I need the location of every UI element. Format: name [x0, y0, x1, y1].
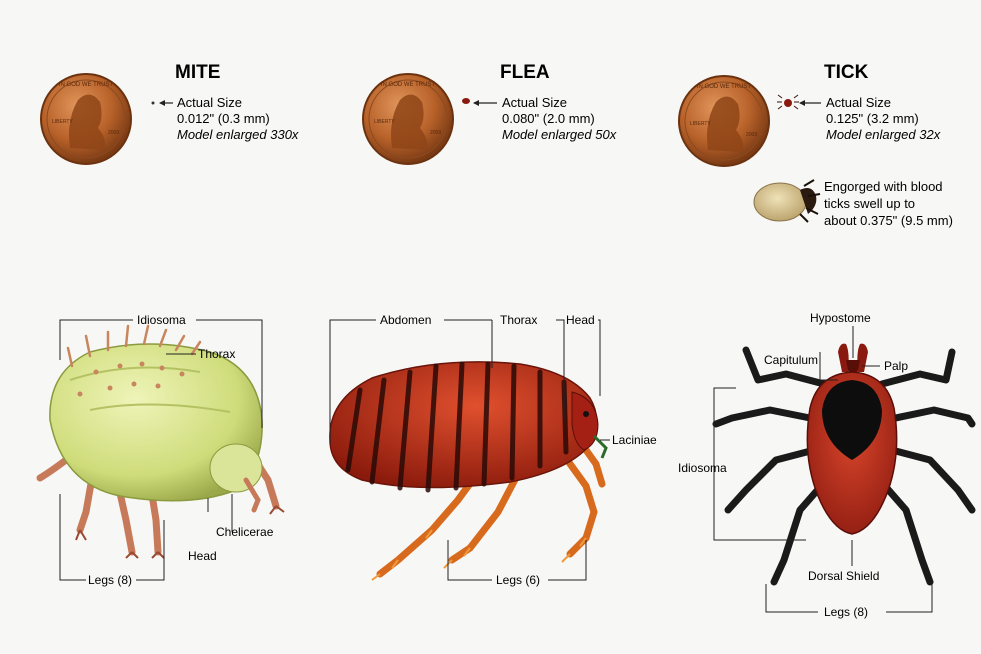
flea-label-thorax: Thorax: [500, 313, 537, 327]
mite-label-thorax: Thorax: [198, 347, 235, 361]
mite-enlarged: Model enlarged 330x: [177, 127, 299, 142]
penny-tick: IN GOD WE TRUST LIBERTY 2009: [679, 76, 769, 166]
mite-title: MITE: [175, 62, 220, 83]
penny-liberty: LIBERTY: [690, 121, 711, 127]
flea-size-value: 0.080" (2.0 mm): [502, 111, 595, 126]
mite-label-head: Head: [188, 549, 217, 563]
mite-size-value: 0.012" (0.3 mm): [177, 111, 270, 126]
penny-liberty: LIBERTY: [52, 119, 73, 125]
penny-mite: IN GOD WE TRUST LIBERTY 2009: [41, 74, 131, 164]
flea-label-abdomen: Abdomen: [380, 313, 431, 327]
mite-illustration: [40, 326, 284, 558]
flea-label-legs: Legs (6): [496, 573, 540, 587]
penny-year: 2009: [108, 130, 119, 136]
tick-enlarged: Model enlarged 32x: [826, 127, 941, 142]
tick-size-label: Actual Size: [826, 95, 891, 110]
tick-illustration: [716, 344, 972, 582]
penny-year: 2009: [430, 130, 441, 136]
tick-title: TICK: [824, 62, 869, 83]
mite-label-idiosoma: Idiosoma: [137, 313, 186, 327]
tick-label-legs: Legs (8): [824, 605, 868, 619]
penny-liberty: LIBERTY: [374, 119, 395, 125]
flea-size-label: Actual Size: [502, 95, 567, 110]
penny-motto: IN GOD WE TRUST: [381, 82, 436, 88]
tick-label-palp: Palp: [884, 359, 908, 373]
flea-actual-speck: [462, 98, 470, 104]
arrow-icon: [159, 100, 173, 106]
flea-label-head: Head: [566, 313, 595, 327]
arrow-icon: [473, 100, 497, 106]
penny-motto: IN GOD WE TRUST: [59, 82, 114, 88]
penny-motto: IN GOD WE TRUST: [697, 84, 752, 90]
flea-title: FLEA: [500, 62, 550, 83]
engorged-tick-illustration: [754, 180, 820, 222]
engorged-note-line3: about 0.375" (9.5 mm): [824, 213, 953, 228]
mite-size-label: Actual Size: [177, 95, 242, 110]
tick-label-idiosoma: Idiosoma: [678, 461, 727, 475]
tick-size-value: 0.125" (3.2 mm): [826, 111, 919, 126]
tick-actual-speck: [777, 95, 799, 109]
mite-label-legs: Legs (8): [88, 573, 132, 587]
engorged-note-line2: ticks swell up to: [824, 196, 915, 211]
engorged-note-line1: Engorged with blood: [824, 179, 943, 194]
tick-label-capitulum: Capitulum: [764, 353, 818, 367]
arrow-icon: [799, 100, 821, 106]
tick-label-dorsal-shield: Dorsal Shield: [808, 569, 879, 583]
flea-enlarged: Model enlarged 50x: [502, 127, 617, 142]
penny-flea: IN GOD WE TRUST LIBERTY 2009: [363, 74, 453, 164]
penny-year: 2009: [746, 132, 757, 138]
flea-illustration: [330, 362, 606, 580]
tick-label-hypostome: Hypostome: [810, 311, 871, 325]
mite-actual-speck: [152, 102, 155, 105]
mite-label-chelicerae: Chelicerae: [216, 525, 274, 539]
flea-label-laciniae: Laciniae: [612, 433, 657, 447]
